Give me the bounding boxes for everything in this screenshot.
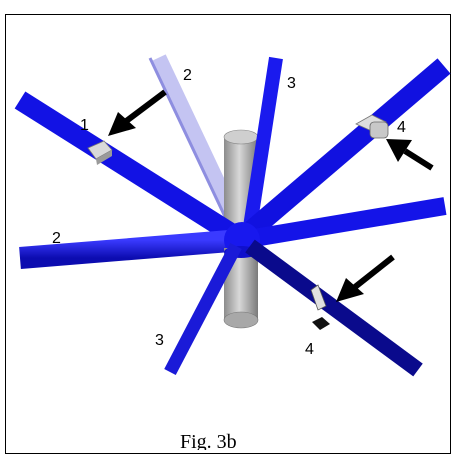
beam-1 [14,91,248,249]
label-4-bottom: 4 [305,341,314,358]
label-2-left: 2 [52,230,61,247]
label-3-bottom: 3 [155,332,164,349]
clamp-4-lower [310,284,330,330]
figure-caption: Fig. 3b [180,431,237,450]
beam-4-upper-right [233,58,451,248]
label-4-right: 4 [397,119,406,136]
pole-bottom [223,311,259,329]
clamp-4-upper [355,114,389,139]
pole-top [223,129,259,145]
beam-3-lower [164,242,242,376]
arrow-4-upper [386,139,434,171]
beam-2-left [19,229,243,269]
beam-right [240,197,447,249]
beam-4-lower [245,239,423,377]
arrow-4-lower [336,254,395,302]
beam-2-upper-edge [148,57,238,241]
label-2-top: 2 [183,67,192,84]
clamp-1 [87,140,113,165]
label-1: 1 [80,117,89,134]
beam-3-upper [241,56,283,242]
arrow-1 [108,89,167,136]
label-3-top: 3 [287,75,296,92]
